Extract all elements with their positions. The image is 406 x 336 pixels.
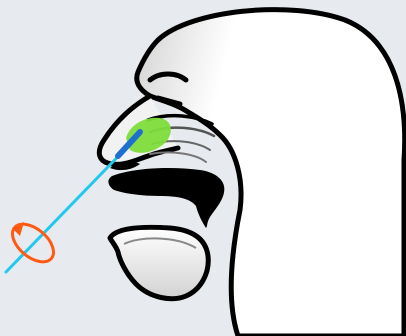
palate-cavity	[108, 168, 224, 228]
head-profile-icon	[99, 10, 404, 336]
